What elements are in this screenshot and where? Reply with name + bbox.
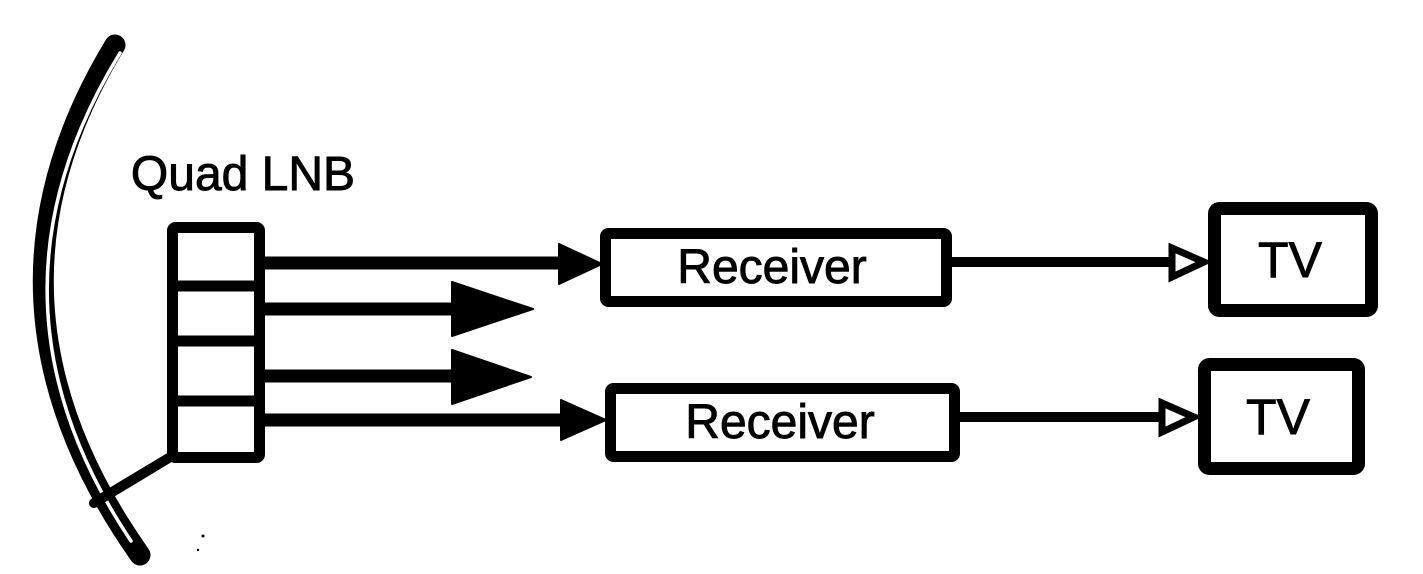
- receiver-2-box: [605, 383, 960, 462]
- solid-arrowhead: [558, 243, 603, 285]
- tv-1: TV: [1208, 202, 1378, 317]
- quad-lnb-label: Quad LNB: [131, 148, 355, 201]
- tv-2-box: [1198, 358, 1365, 475]
- cable-lnb-to-receiver-2: [265, 399, 607, 441]
- cable-receiver-2-to-tv-2: [960, 397, 1203, 438]
- unused-lnb-output-1: [265, 281, 534, 337]
- tv-2-label: TV: [1246, 389, 1311, 445]
- tv-1-label: TV: [1258, 232, 1323, 288]
- open-arrowhead: [1158, 397, 1203, 438]
- cable-receiver-1-to-tv-1: [952, 242, 1213, 283]
- receiver-2-label: Receiver: [685, 396, 874, 449]
- receiver-1-box: [600, 228, 952, 307]
- receiver-1-label: Receiver: [677, 241, 866, 294]
- dish-arc-highlight: [45, 51, 133, 543]
- receiver-1: Receiver: [600, 228, 952, 307]
- solid-arrowhead: [451, 281, 534, 337]
- cable-lnb-to-receiver-1: [265, 243, 603, 285]
- quad-lnb: Quad LNB: [130, 148, 356, 463]
- tv-1-box: [1208, 202, 1378, 317]
- solid-arrowhead: [451, 349, 532, 405]
- receiver-2: Receiver: [605, 383, 960, 462]
- solid-arrowhead: [560, 399, 607, 441]
- lnb-feed-arm: [89, 451, 177, 508]
- open-arrowhead: [1168, 242, 1213, 283]
- scan-speck: [196, 548, 200, 552]
- unused-lnb-output-2: [265, 349, 532, 405]
- tv-2: TV: [1198, 358, 1365, 475]
- satellite-dish: [32, 34, 177, 566]
- scan-speck: [201, 534, 205, 538]
